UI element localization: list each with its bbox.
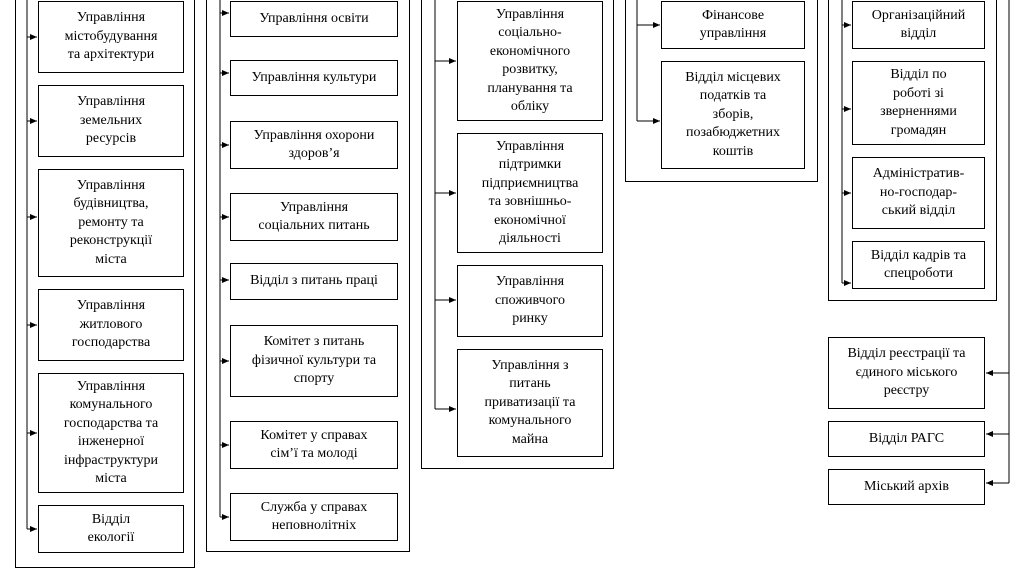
box-urban-planning-architecture: Управління містобудування та архітектури xyxy=(38,1,184,73)
box-registration: Відділ реєстрації та єдиного міського ре… xyxy=(828,337,985,409)
box-consumer-market: Управління споживчого ринку xyxy=(457,265,603,337)
box-housing: Управління житлового господарства xyxy=(38,289,184,361)
box-privatization: Управління з питань приватизації та кому… xyxy=(457,349,603,457)
box-ecology: Відділ екології xyxy=(38,505,184,553)
box-citizen-appeals: Відділ по роботі зі зверненнями громадян xyxy=(852,61,985,145)
group-frame-economy xyxy=(421,0,614,469)
box-social: Управління соціальних питань xyxy=(230,193,398,241)
box-health: Управління охорони здоров’я xyxy=(230,121,398,169)
box-labour: Відділ з питань праці xyxy=(230,263,398,300)
box-civil-registry: Відділ РАГС xyxy=(828,421,985,457)
box-communal-infrastructure: Управління комунального господарства та … xyxy=(38,373,184,493)
group-frame-humanitarian xyxy=(206,0,410,552)
box-minors: Служба у справах неповнолітніх xyxy=(230,493,398,541)
group-frame-urban-development xyxy=(15,0,195,568)
box-hr-special: Відділ кадрів та спецроботи xyxy=(852,241,985,289)
box-administrative-economic: Адміністратив- но-господар- ський відділ xyxy=(852,157,985,229)
box-education: Управління освіти xyxy=(230,1,398,37)
box-organizational: Організаційний відділ xyxy=(852,1,985,49)
group-frame-administration xyxy=(828,0,997,301)
box-finance: Фінансове управління xyxy=(661,1,805,49)
group-frame-finance xyxy=(625,0,818,182)
box-culture: Управління культури xyxy=(230,60,398,96)
box-local-taxes: Відділ місцевих податків та зборів, поза… xyxy=(661,61,805,169)
box-land-resources: Управління земельних ресурсів xyxy=(38,85,184,157)
box-sports: Комітет з питань фізичної культури та сп… xyxy=(230,325,398,397)
box-construction-repair: Управління будівництва, ремонту та рекон… xyxy=(38,169,184,277)
box-socio-economic-development: Управління соціально- економічного розви… xyxy=(457,1,603,121)
box-entrepreneurship: Управління підтримки підприємництва та з… xyxy=(457,133,603,253)
box-city-archive: Міський архів xyxy=(828,469,985,505)
box-family-youth: Комітет у справах сім’ї та молоді xyxy=(230,421,398,469)
